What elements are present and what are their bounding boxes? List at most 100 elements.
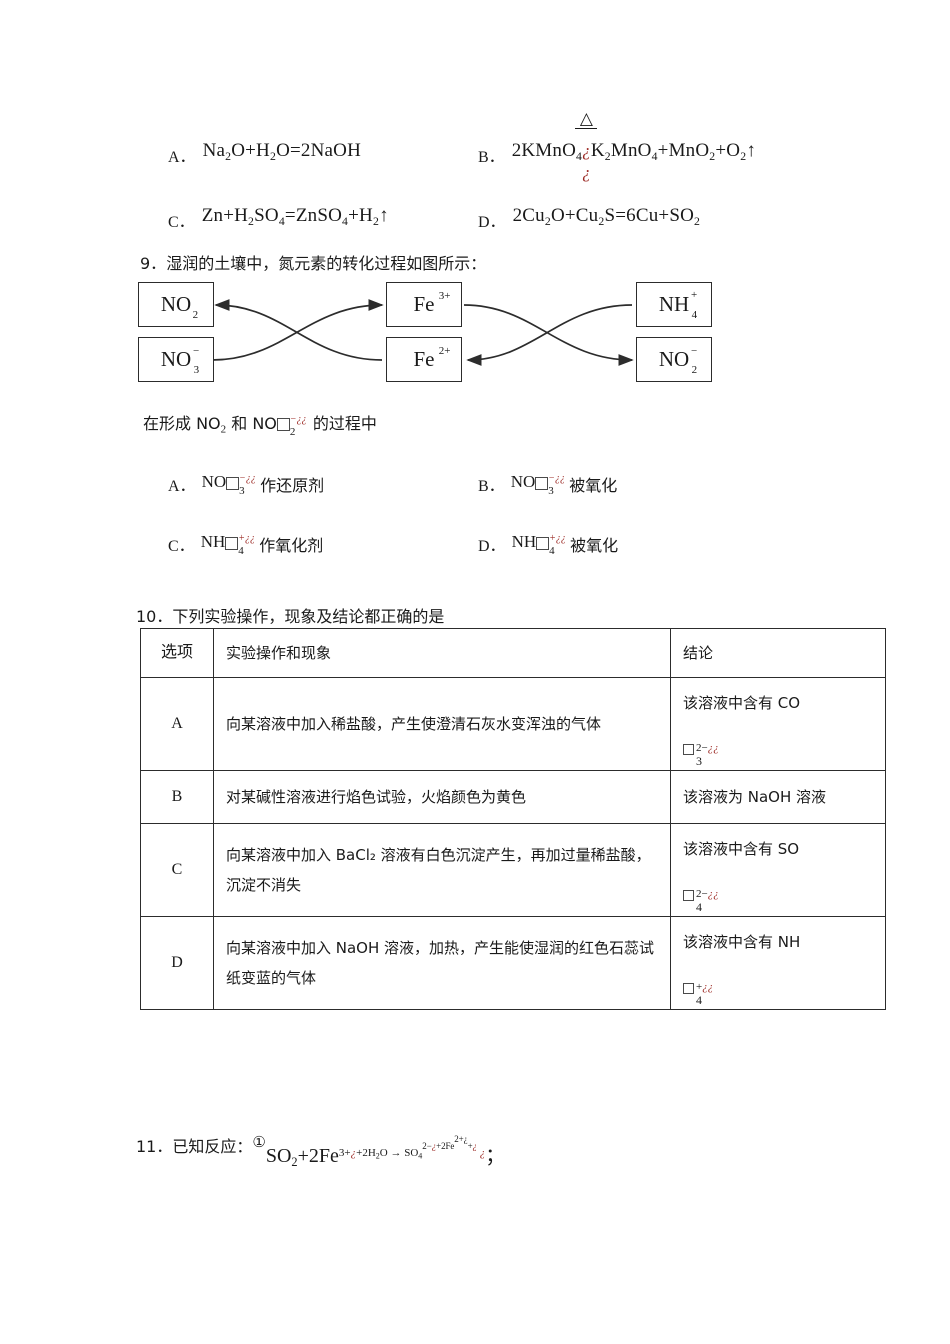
diagram-box-nh4-plus: NH+4: [636, 282, 712, 327]
q11-number: 11．: [136, 1137, 173, 1156]
q9-option-d-ion: +¿¿4: [536, 532, 570, 557]
row-a-conclusion: 该溶液中含有 CO 2−¿¿ 3: [670, 677, 886, 771]
diagram-box-no2-minus-label: NO−2: [658, 345, 698, 376]
table-row: D 向某溶液中加入 NaOH 溶液，加热，产生能使湿润的红色石蕊试纸变蓝的气体 …: [140, 916, 886, 1010]
q9-number: 9．: [140, 254, 167, 273]
heat-triangle-icon: △: [575, 110, 598, 130]
q9-option-b-species: NO: [510, 472, 536, 491]
table-header-row: 选项 实验操作和现象 结论: [140, 628, 886, 678]
q10-number: 10．: [136, 607, 173, 626]
reaction-condition: ¿△¿: [575, 110, 598, 181]
row-d-conclusion: 该溶液中含有 NH +¿¿ 4: [670, 916, 886, 1010]
diagram-box-no3-minus-label: NO−3: [160, 345, 200, 376]
q9-option-b-label: B．: [478, 478, 505, 495]
table-row: C 向某溶液中加入 BaCl₂ 溶液有白色沉淀产生，再加过量稀盐酸，沉淀不消失 …: [140, 823, 886, 917]
q10-stem-text: 下列实验操作，现象及结论都正确的是: [172, 607, 445, 626]
q8-option-a-label: A．: [168, 149, 196, 166]
row-d-operation: 向某溶液中加入 NaOH 溶液，加热，产生能使湿润的红色石蕊试纸变蓝的气体: [213, 916, 671, 1010]
q9-option-b-text: 被氧化: [569, 476, 618, 495]
row-d-ion-sub: 4: [696, 993, 702, 1007]
condition-garbled: ¿: [582, 163, 591, 182]
diagram-box-no2-minus: NO−2: [636, 337, 712, 382]
header-operation: 实验操作和现象: [213, 628, 671, 678]
row-b-operation: 对某碱性溶液进行焰色试验，火焰颜色为黄色: [213, 770, 671, 824]
q9-stem: 9．湿润的土壤中，氮元素的转化过程如图所示：: [140, 250, 486, 274]
row-c-option: C: [140, 823, 214, 917]
q9-option-b-ion: −¿¿3: [535, 472, 569, 497]
q8-option-c: C． Zn+H2SO4=ZnSO4+H2↑: [168, 205, 389, 232]
q9-option-a-ion: −¿¿3: [226, 472, 260, 497]
row-a-ion-sub: 3: [696, 754, 702, 768]
q8-option-b-label: B．: [478, 149, 505, 166]
header-option: 选项: [140, 628, 214, 678]
q9-option-d-species: NH: [511, 532, 537, 551]
arrow-nh4-to-fe2: [466, 304, 633, 366]
row-d-ion: +¿¿ 4: [683, 979, 873, 1007]
q9-mid-prefix: 在形成 NO2 和 NO: [143, 414, 277, 436]
q9-option-d-text: 被氧化: [570, 536, 619, 555]
q9-option-a-species: NO: [201, 472, 227, 491]
q8-option-d-label: D．: [478, 214, 506, 231]
q9-mid-ion: −¿¿2: [276, 414, 313, 438]
row-d-option: D: [140, 916, 214, 1010]
q9-option-a-text: 作还原剂: [260, 476, 325, 495]
q8-option-d-formula: 2Cu2O+Cu2S=6Cu+SO2: [512, 205, 701, 228]
q9-option-c-ion: +¿¿4: [225, 532, 259, 557]
table-row: A 向某溶液中加入稀盐酸，产生使澄清石灰水变浑浊的气体 该溶液中含有 CO 2−…: [140, 677, 886, 771]
q8-option-b-formula: 2KMnO4¿△¿K2MnO4+MnO2+O2↑: [511, 109, 757, 182]
row-c-tofu-icon: [683, 890, 694, 901]
q11-stem-text: 已知反应：: [172, 1137, 253, 1156]
row-a-operation: 向某溶液中加入稀盐酸，产生使澄清石灰水变浑浊的气体: [213, 677, 671, 771]
row-c-ion-sub: 4: [696, 900, 702, 914]
header-conclusion: 结论: [670, 628, 886, 678]
q9-stem-text: 湿润的土壤中，氮元素的转化过程如图所示：: [166, 254, 487, 273]
q9-mid-ion-sub: 2: [289, 426, 296, 438]
q10-stem: 10．下列实验操作，现象及结论都正确的是: [136, 603, 444, 627]
row-c-conclusion-text: 该溶液中含有 SO: [683, 840, 800, 858]
diagram-box-nh4-plus-label: NH+4: [658, 289, 698, 321]
q8-option-c-label: C．: [168, 214, 195, 231]
q9-option-c-text: 作氧化剂: [259, 536, 324, 555]
row-c-ion-sup: 2−¿¿: [696, 888, 719, 900]
row-a-ion: 2−¿¿ 3: [683, 740, 873, 768]
diagram-arrows: [211, 299, 634, 366]
q8-option-c-formula: Zn+H2SO4=ZnSO4+H2↑: [201, 205, 389, 228]
row-d-conclusion-text: 该溶液中含有 NH: [683, 933, 801, 951]
q8-option-d: D． 2Cu2O+Cu2S=6Cu+SO2: [478, 205, 700, 232]
row-a-conclusion-text: 该溶液中含有 CO: [683, 694, 801, 712]
q9-mid-ion-sup: −¿¿: [289, 414, 307, 425]
table-row: B 对某碱性溶液进行焰色试验，火焰颜色为黄色 该溶液为 NaOH 溶液: [140, 770, 886, 824]
q8-option-a: A． Na2O+H2O=2NaOH: [168, 140, 361, 167]
arrow-to-no2: [214, 299, 383, 361]
row-d-tofu-icon: [683, 983, 694, 994]
diagram-box-no3-minus: NO−3: [138, 337, 214, 382]
row-c-operation: 向某溶液中加入 BaCl₂ 溶液有白色沉淀产生，再加过量稀盐酸，沉淀不消失: [213, 823, 671, 917]
q11-circled-number: ①: [252, 1133, 266, 1151]
q9-option-c-species: NH: [200, 532, 226, 551]
row-a-tofu-icon: [683, 744, 694, 755]
q9-option-d-label: D．: [478, 538, 506, 555]
q8-option-b: B． 2KMnO4¿△¿K2MnO4+MnO2+O2↑: [478, 109, 757, 182]
row-c-conclusion: 该溶液中含有 SO 2−¿¿ 4: [670, 823, 886, 917]
row-d-ion-sup: +¿¿: [696, 981, 714, 993]
row-a-ion-sup: 2−¿¿: [696, 742, 719, 754]
experiment-table: 选项 实验操作和现象 结论 A 向某溶液中加入稀盐酸，产生使澄清石灰水变浑浊的气…: [140, 628, 886, 1010]
q8-option-a-formula: Na2O+H2O=2NaOH: [202, 140, 362, 163]
row-a-option: A: [140, 677, 214, 771]
row-b-option: B: [140, 770, 214, 824]
q11-equation: SO2+2Fe3+¿+2H2O → SO42−¿+2Fe2+¿+¿ ¿；: [265, 1134, 506, 1169]
q9-option-a-label: A．: [168, 478, 196, 495]
row-c-ion: 2−¿¿ 4: [683, 886, 873, 914]
